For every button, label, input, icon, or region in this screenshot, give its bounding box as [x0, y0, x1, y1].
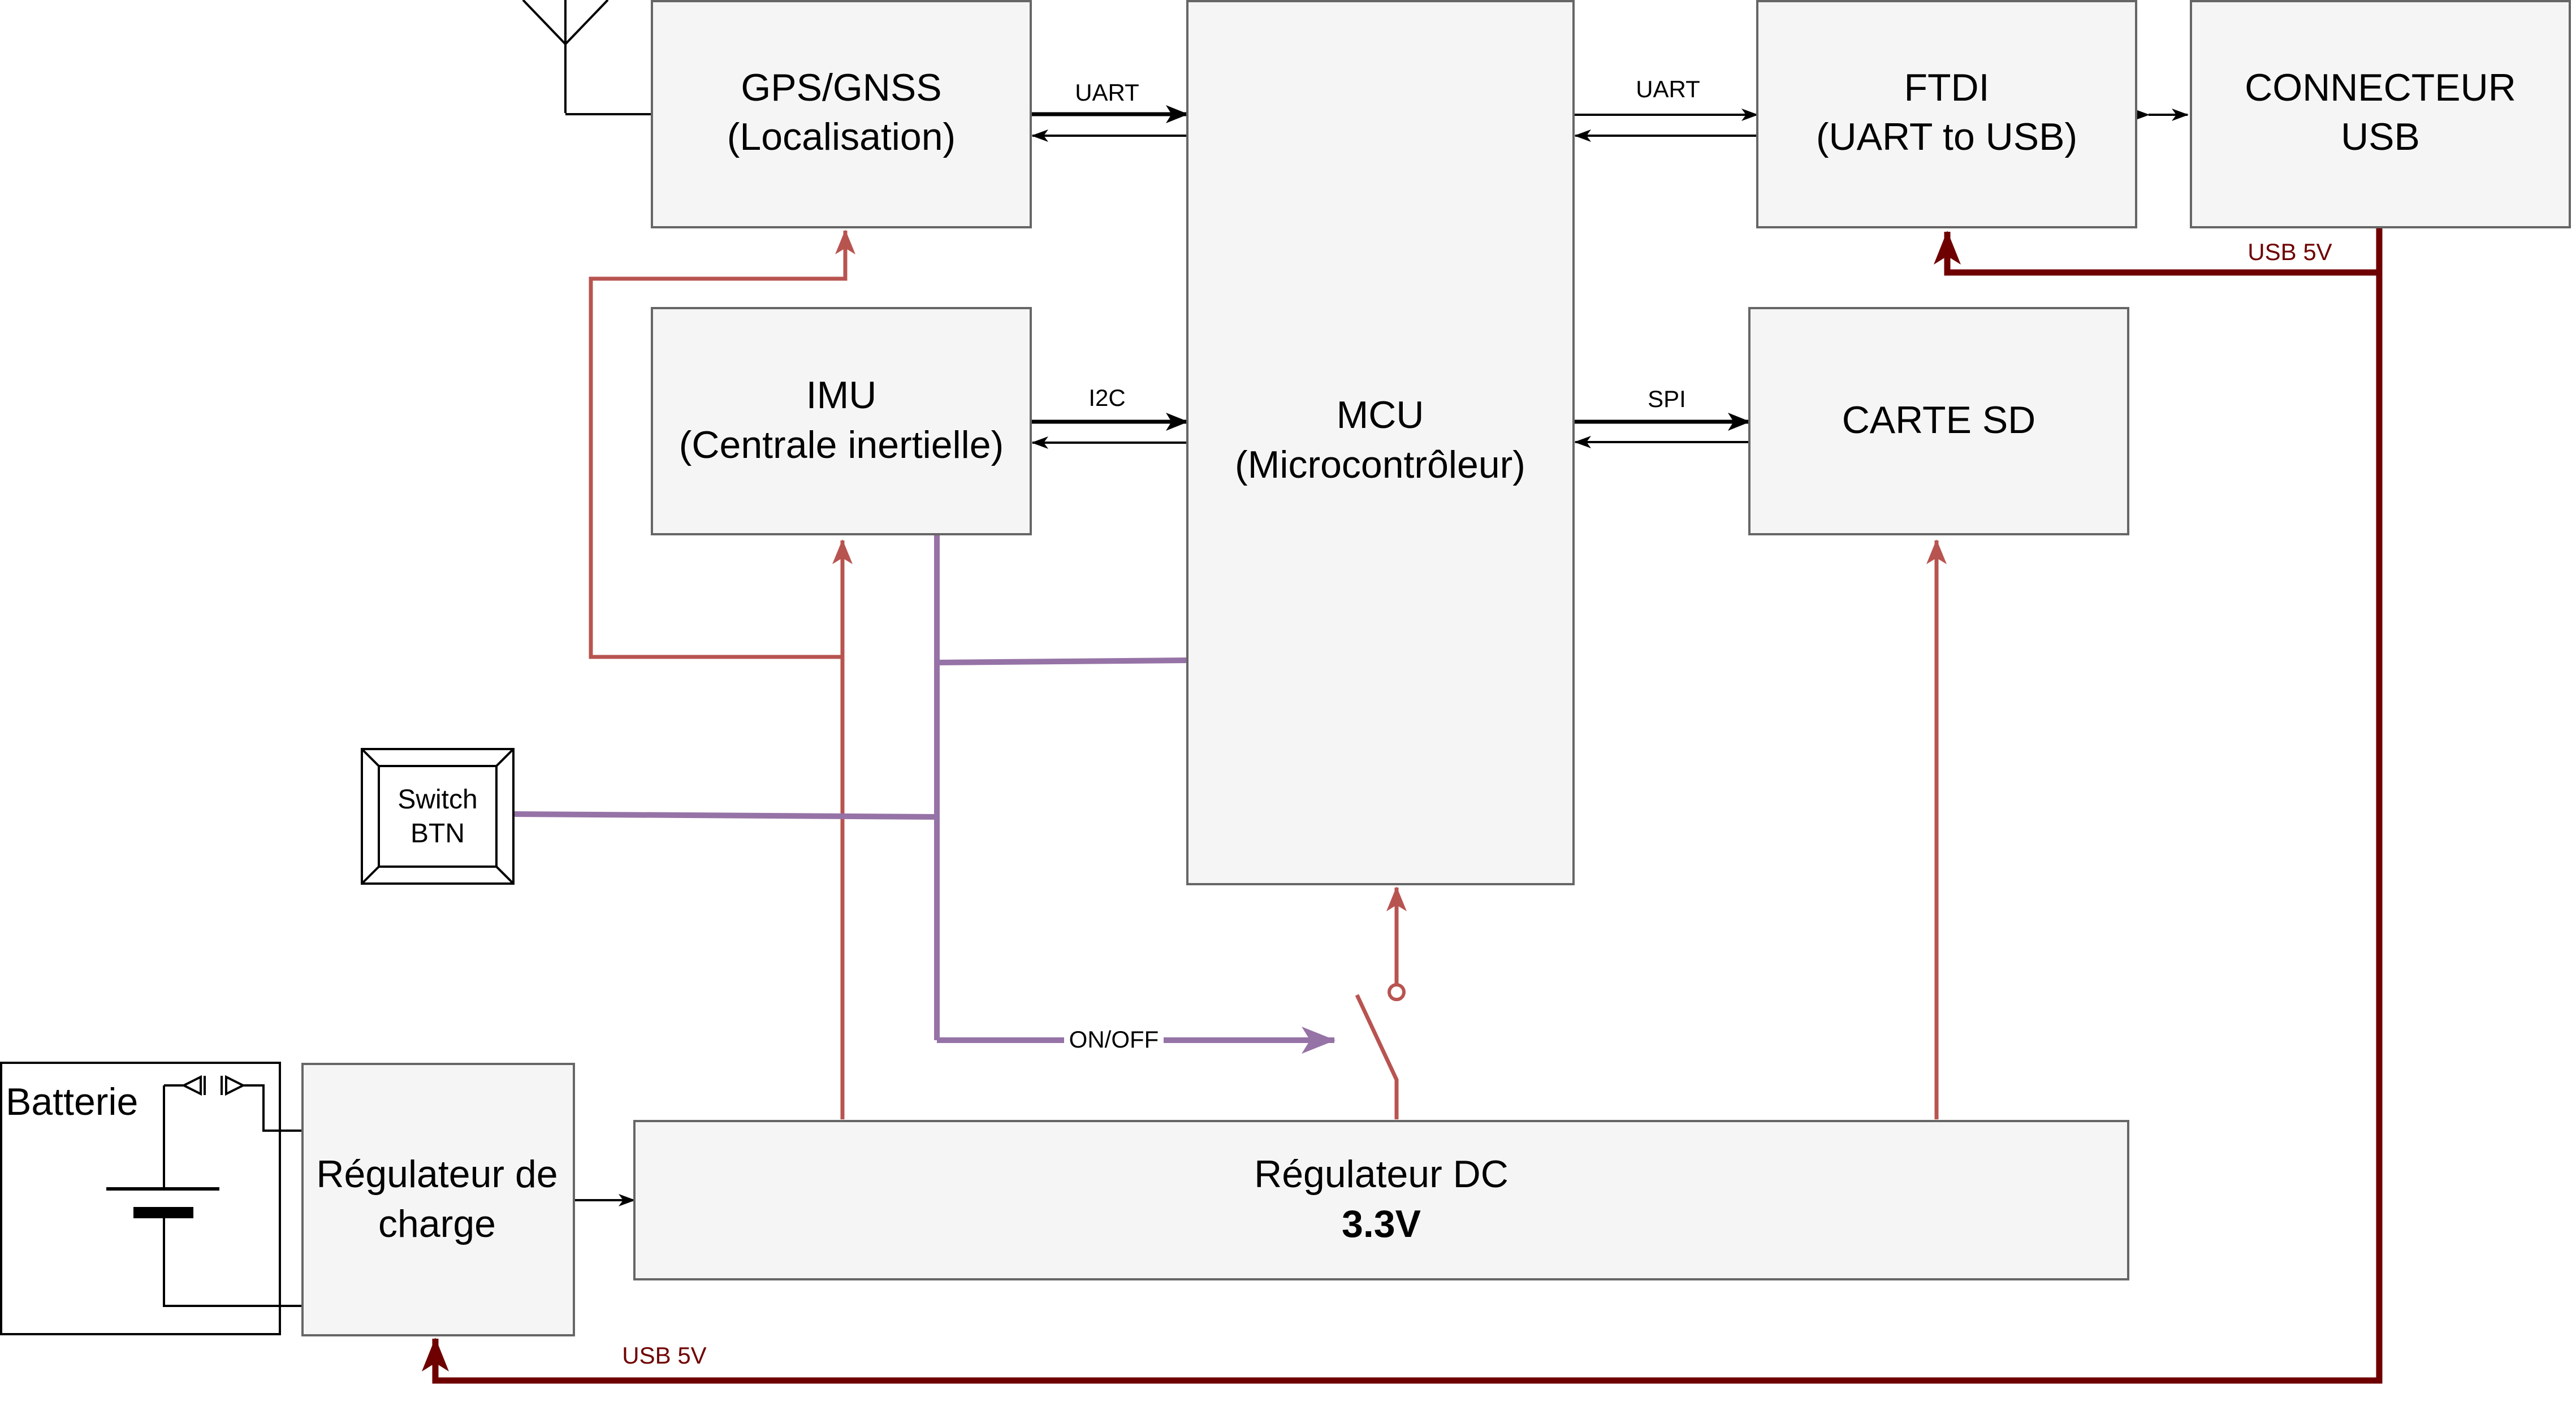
mcu-subtitle: (Microcontrôleur) [1235, 443, 1525, 486]
usb-connector-block: CONNECTEUR USB [2190, 0, 2571, 228]
gps-block: GPS/GNSS (Localisation) [651, 0, 1032, 228]
sd-card-block: CARTE SD [1748, 307, 2129, 535]
usb5v-label-top: USB 5V [2247, 239, 2332, 265]
switch-btn-line1: Switch [397, 785, 477, 815]
dc-regulator-voltage: 3.3V [1342, 1202, 1421, 1245]
mcu-title: MCU [1337, 393, 1424, 436]
gps-subtitle: (Localisation) [727, 115, 956, 158]
imu-subtitle: (Centrale inertielle) [679, 423, 1004, 466]
power-switch-line [1355, 994, 1399, 1119]
switch-contact-icon [1388, 983, 1406, 1001]
usb5v-line-charger [422, 272, 2383, 1384]
switch-btn[interactable]: Switch BTN [361, 748, 515, 885]
usb5v-label-bottom: USB 5V [622, 1342, 706, 1369]
usb-connector-subtitle: USB [2341, 115, 2420, 158]
charge-regulator-line2: charge [378, 1202, 496, 1245]
control-line-mcu [936, 657, 1188, 665]
uart-label-gps: UART [1075, 79, 1139, 106]
battery-block: Batterie [0, 1062, 301, 1335]
imu-block: IMU (Centrale inertielle) [651, 307, 1032, 535]
ftdi-subtitle: (UART to USB) [1816, 115, 2077, 158]
imu-title: IMU [806, 374, 877, 417]
mcu-block: MCU (Microcontrôleur) [1186, 0, 1575, 885]
spi-label: SPI [1648, 386, 1686, 412]
charge-regulator-block: Régulateur de charge [301, 1063, 575, 1336]
sd-card-title: CARTE SD [1842, 399, 2036, 442]
switch-btn-line2: BTN [410, 819, 465, 849]
usb5v-line-ftdi [1934, 228, 2383, 276]
uart-label-ftdi: UART [1636, 76, 1700, 102]
dc-regulator-title: Régulateur DC [1254, 1153, 1509, 1196]
battery-label: Batterie [6, 1080, 138, 1123]
ftdi-block: FTDI (UART to USB) [1756, 0, 2137, 228]
onoff-label: ON/OFF [1069, 1026, 1159, 1053]
charge-regulator-line1: Régulateur de [316, 1153, 557, 1196]
battery-icon [106, 1075, 301, 1307]
control-line-switch-btn [514, 811, 937, 820]
i2c-label: I2C [1088, 384, 1125, 411]
power-line-gps [589, 230, 855, 659]
ftdi-title: FTDI [1904, 66, 1989, 109]
antenna-icon [522, 0, 652, 115]
usb-connector-title: CONNECTEUR [2245, 66, 2516, 109]
gps-title: GPS/GNSS [741, 66, 941, 109]
dc-regulator-block: Régulateur DC 3.3V [633, 1120, 2129, 1280]
